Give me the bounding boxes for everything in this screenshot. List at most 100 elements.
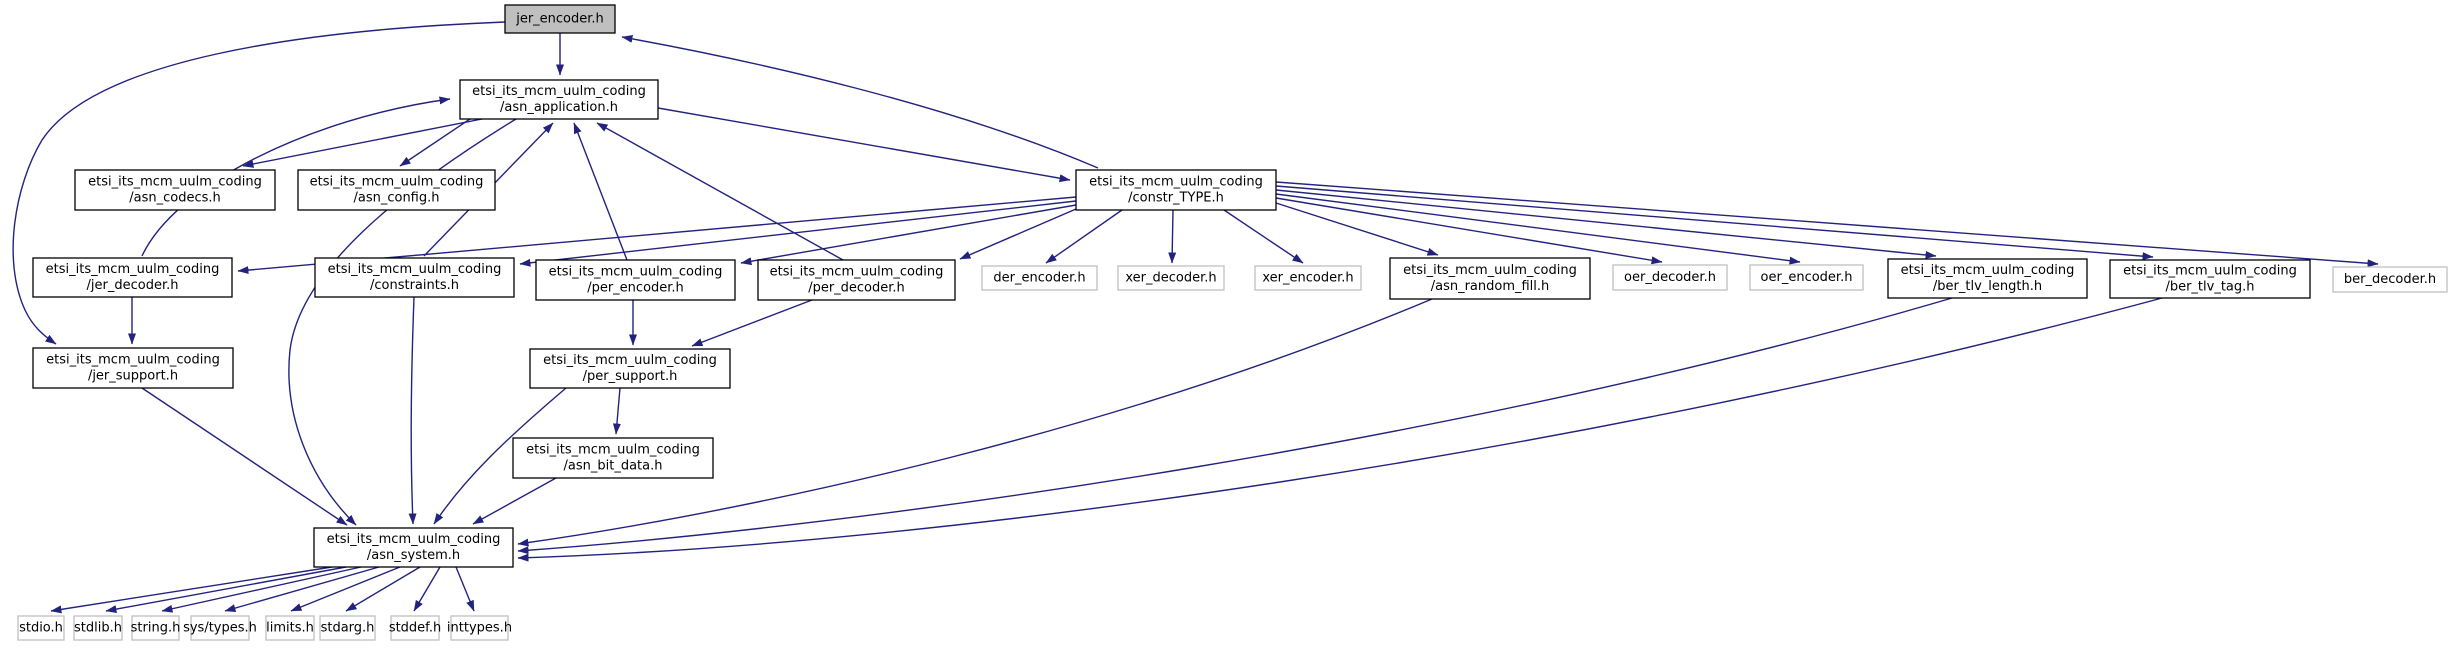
edge-constr_TYPE-to-ber_tlv_length bbox=[1275, 189, 1937, 259]
edge-asn_system-to-limits bbox=[290, 566, 401, 612]
node-box-der_encoder bbox=[981, 265, 1098, 291]
node-stdlib[interactable]: stdlib.h bbox=[73, 615, 123, 641]
node-label-asn_bit_data-line1: etsi_its_mcm_uulm_coding bbox=[526, 443, 700, 458]
node-asn_bit_data[interactable]: etsi_its_mcm_uulm_coding/asn_bit_data.h bbox=[512, 437, 714, 479]
edge-asn_system-to-stdarg bbox=[345, 566, 421, 612]
edge-jer_encoder-to-jer_support bbox=[12, 21, 506, 345]
node-oer_encoder[interactable]: oer_encoder.h bbox=[1749, 264, 1864, 291]
node-label-stdarg-line1: stdarg.h bbox=[321, 621, 375, 636]
node-limits[interactable]: limits.h bbox=[265, 615, 315, 641]
node-box-ber_tlv_length bbox=[1887, 258, 2088, 299]
node-per_decoder[interactable]: etsi_its_mcm_uulm_coding/per_decoder.h bbox=[757, 259, 956, 301]
node-label-constraints-line2: /constraints.h bbox=[370, 278, 459, 293]
node-box-string bbox=[131, 615, 180, 641]
node-label-oer_encoder-line1: oer_encoder.h bbox=[1761, 270, 1853, 285]
node-stdarg[interactable]: stdarg.h bbox=[319, 615, 376, 641]
edge-asn_bit_data-to-asn_system bbox=[472, 477, 557, 525]
node-label-per_encoder-line2: /per_encoder.h bbox=[587, 281, 684, 296]
node-label-jer_support-line2: /jer_support.h bbox=[88, 369, 178, 384]
node-asn_config[interactable]: etsi_its_mcm_uulm_coding/asn_config.h bbox=[297, 169, 496, 211]
edge-asn_application-to-asn_config bbox=[399, 118, 471, 167]
edge-asn_system-to-stdio bbox=[50, 566, 333, 614]
node-ber_tlv_tag[interactable]: etsi_its_mcm_uulm_coding/ber_tlv_tag.h bbox=[2109, 259, 2311, 299]
node-box-per_encoder bbox=[535, 259, 736, 301]
node-box-jer_encoder bbox=[504, 4, 616, 34]
edge-constraints-to-asn_system bbox=[408, 296, 417, 525]
node-box-inttypes bbox=[450, 615, 509, 641]
node-label-stddef-line1: stddef.h bbox=[389, 621, 441, 636]
node-per_encoder[interactable]: etsi_its_mcm_uulm_coding/per_encoder.h bbox=[535, 259, 736, 301]
node-stdio[interactable]: stdio.h bbox=[17, 615, 65, 641]
node-der_encoder[interactable]: der_encoder.h bbox=[981, 265, 1098, 291]
node-box-ber_tlv_tag bbox=[2109, 259, 2311, 299]
edge-asn_system-to-inttypes bbox=[455, 566, 475, 612]
node-label-asn_bit_data-line2: /asn_bit_data.h bbox=[564, 459, 663, 474]
edge-jer_support-to-asn_system bbox=[141, 387, 348, 526]
edge-per_decoder-to-asn_application bbox=[596, 122, 844, 261]
node-constraints[interactable]: etsi_its_mcm_uulm_coding/constraints.h bbox=[314, 257, 515, 298]
node-box-asn_config bbox=[297, 169, 496, 211]
node-jer_encoder[interactable]: jer_encoder.h bbox=[504, 4, 616, 34]
node-label-per_support-line1: etsi_its_mcm_uulm_coding bbox=[543, 353, 717, 368]
node-constr_TYPE[interactable]: etsi_its_mcm_uulm_coding/constr_TYPE.h bbox=[1075, 169, 1277, 211]
edge-constr_TYPE-to-ber_tlv_tag bbox=[1275, 185, 2154, 261]
node-sys_types[interactable]: sys/types.h bbox=[183, 615, 257, 641]
node-label-xer_decoder-line1: xer_decoder.h bbox=[1125, 271, 1216, 286]
edge-asn_system-to-stdlib bbox=[105, 566, 347, 614]
nodes-layer: jer_encoder.h etsi_its_mcm_uulm_coding/as… bbox=[17, 4, 2448, 641]
edge-constr_TYPE-to-ber_decoder bbox=[1275, 181, 2379, 268]
edge-ber_tlv_length-to-asn_system bbox=[517, 297, 1953, 555]
node-box-constr_TYPE bbox=[1075, 169, 1277, 211]
node-box-stdlib bbox=[73, 615, 123, 641]
node-jer_support[interactable]: etsi_its_mcm_uulm_coding/jer_support.h bbox=[32, 347, 234, 389]
edge-constr_TYPE-to-oer_decoder bbox=[1275, 197, 1663, 265]
node-asn_system[interactable]: etsi_its_mcm_uulm_coding/asn_system.h bbox=[313, 527, 514, 568]
node-box-jer_support bbox=[32, 347, 234, 389]
node-asn_codecs[interactable]: etsi_its_mcm_uulm_coding/asn_codecs.h bbox=[74, 169, 276, 211]
node-label-xer_encoder-line1: xer_encoder.h bbox=[1262, 271, 1353, 286]
node-label-oer_decoder-line1: oer_decoder.h bbox=[1624, 270, 1716, 285]
node-box-stdarg bbox=[319, 615, 376, 641]
edge-per_encoder-to-asn_application bbox=[573, 122, 628, 261]
node-label-ber_decoder-line1: ber_decoder.h bbox=[2344, 272, 2436, 287]
node-ber_decoder[interactable]: ber_decoder.h bbox=[2332, 266, 2448, 293]
node-inttypes[interactable]: inttypes.h bbox=[447, 615, 512, 641]
node-box-asn_random_fill bbox=[1389, 257, 1591, 300]
node-label-stdio-line1: stdio.h bbox=[19, 621, 63, 636]
edge-constr_TYPE-to-der_encoder bbox=[1045, 209, 1123, 264]
node-ber_tlv_length[interactable]: etsi_its_mcm_uulm_coding/ber_tlv_length.… bbox=[1887, 258, 2088, 299]
node-stddef[interactable]: stddef.h bbox=[389, 615, 441, 641]
node-per_support[interactable]: etsi_its_mcm_uulm_coding/per_support.h bbox=[529, 348, 731, 389]
node-label-per_encoder-line1: etsi_its_mcm_uulm_coding bbox=[549, 265, 723, 280]
node-label-asn_random_fill-line2: /asn_random_fill.h bbox=[1431, 279, 1550, 294]
node-label-per_decoder-line1: etsi_its_mcm_uulm_coding bbox=[770, 265, 944, 280]
node-xer_encoder[interactable]: xer_encoder.h bbox=[1254, 265, 1362, 291]
node-label-der_encoder-line1: der_encoder.h bbox=[993, 271, 1085, 286]
edge-constr_TYPE-to-constraints bbox=[519, 200, 1077, 267]
node-label-jer_support-line1: etsi_its_mcm_uulm_coding bbox=[46, 353, 220, 368]
edge-asn_system-to-stddef bbox=[413, 566, 441, 612]
edge-constr_TYPE-to-per_encoder bbox=[740, 204, 1077, 266]
node-label-asn_codecs-line2: /asn_codecs.h bbox=[129, 191, 221, 206]
node-label-asn_application-line2: /asn_application.h bbox=[500, 100, 618, 115]
node-asn_application[interactable]: etsi_its_mcm_uulm_coding/asn_application… bbox=[459, 79, 659, 120]
node-label-constraints-line1: etsi_its_mcm_uulm_coding bbox=[328, 262, 502, 277]
edge-ber_tlv_tag-to-asn_system bbox=[517, 297, 2163, 562]
node-label-ber_tlv_length-line1: etsi_its_mcm_uulm_coding bbox=[1901, 263, 2075, 278]
node-asn_random_fill[interactable]: etsi_its_mcm_uulm_coding/asn_random_fill… bbox=[1389, 257, 1591, 300]
node-box-limits bbox=[265, 615, 315, 641]
node-label-sys_types-line1: sys/types.h bbox=[183, 621, 257, 636]
edge-constr_TYPE-to-asn_random_fill bbox=[1275, 202, 1439, 256]
node-string[interactable]: string.h bbox=[131, 615, 181, 641]
node-oer_decoder[interactable]: oer_decoder.h bbox=[1612, 264, 1728, 291]
node-box-oer_encoder bbox=[1749, 264, 1864, 291]
node-box-asn_codecs bbox=[74, 169, 276, 211]
node-xer_decoder[interactable]: xer_decoder.h bbox=[1117, 265, 1225, 291]
node-label-asn_system-line2: /asn_system.h bbox=[367, 548, 460, 563]
edge-jer_decoder-to-asn_application bbox=[141, 96, 451, 257]
node-label-string-line1: string.h bbox=[131, 621, 181, 636]
node-label-constr_TYPE-line2: /constr_TYPE.h bbox=[1128, 191, 1224, 206]
node-jer_decoder[interactable]: etsi_its_mcm_uulm_coding/jer_decoder.h bbox=[32, 257, 233, 298]
